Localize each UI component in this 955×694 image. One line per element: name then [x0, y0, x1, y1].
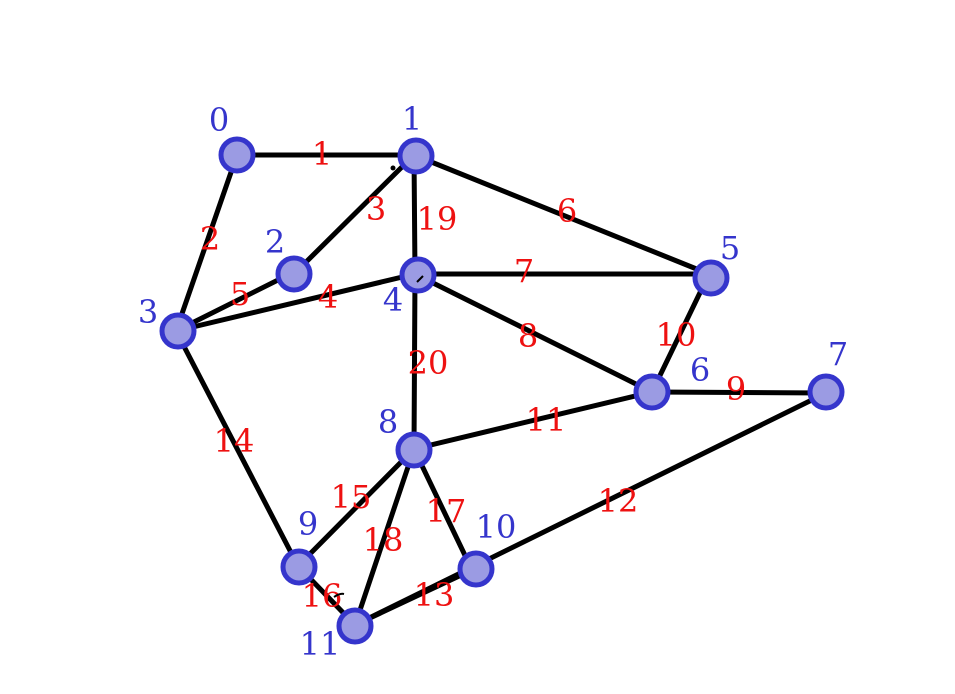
node-1 — [397, 137, 435, 175]
tick-dot — [390, 165, 396, 171]
node-label-0: 0 — [209, 101, 229, 139]
edge-4-6 — [412, 271, 655, 395]
node-5 — [692, 259, 730, 297]
edge-label-19: 19 — [417, 200, 458, 238]
edge-label-18: 18 — [363, 521, 404, 559]
edge-1-2 — [295, 152, 417, 273]
node-label-9: 9 — [298, 505, 318, 543]
edge-label-12: 12 — [598, 482, 639, 520]
edge-8-6 — [411, 389, 655, 452]
node-label-6: 6 — [690, 351, 710, 389]
edge-label-17: 17 — [426, 492, 467, 530]
edge-1-4 — [411, 152, 418, 277]
node-9 — [280, 548, 318, 586]
node-label-4: 4 — [383, 281, 403, 319]
edge-label-20: 20 — [408, 344, 449, 382]
edge-label-3: 3 — [366, 190, 386, 228]
edges-layer — [173, 152, 829, 628]
edge-label-15: 15 — [331, 478, 372, 516]
node-8 — [395, 431, 433, 469]
edge-8-9 — [295, 446, 417, 569]
edge-label-1: 1 — [312, 135, 332, 173]
edge-8-10 — [411, 446, 475, 573]
edge-tick-marks — [333, 165, 424, 598]
nodes-layer — [159, 136, 845, 645]
node-label-3: 3 — [138, 293, 158, 331]
edge-8-11 — [352, 446, 417, 628]
node-2 — [275, 255, 313, 293]
node-4 — [399, 256, 437, 294]
node-0 — [218, 136, 256, 174]
edge-3-9 — [173, 328, 301, 569]
node-label-1: 1 — [402, 100, 422, 138]
node-label-5: 5 — [720, 229, 740, 267]
node-6 — [633, 373, 671, 411]
node-7 — [807, 373, 845, 411]
tick-mark — [333, 592, 345, 598]
edge-6-7 — [649, 389, 829, 396]
edge-label-10: 10 — [656, 316, 697, 354]
edge-0-3 — [173, 152, 240, 334]
node-label-8: 8 — [378, 403, 398, 441]
node-label-10: 10 — [476, 508, 517, 546]
edge-label-9: 9 — [726, 370, 746, 408]
edge-label-5: 5 — [230, 275, 250, 313]
edge-4-8 — [411, 271, 418, 452]
node-label-7: 7 — [828, 335, 848, 373]
node-11 — [336, 607, 374, 645]
edge-3-4 — [173, 271, 418, 334]
edge-11-10 — [352, 567, 475, 628]
tick-mark — [416, 275, 424, 283]
edge-label-14: 14 — [214, 422, 255, 460]
edge-label-4: 4 — [318, 278, 338, 316]
edge-label-7: 7 — [514, 252, 534, 290]
node-label-2: 2 — [265, 223, 285, 261]
edge-1-5 — [411, 152, 712, 277]
edge-label-13: 13 — [414, 576, 455, 614]
edge-label-8: 8 — [518, 317, 538, 355]
edge-label-6: 6 — [557, 192, 577, 230]
node-10 — [457, 550, 495, 588]
node-3 — [159, 312, 197, 350]
node-label-11: 11 — [300, 625, 341, 663]
edge-5-6 — [649, 271, 712, 395]
edge-label-11: 11 — [526, 401, 567, 439]
edge-label-2: 2 — [200, 220, 220, 258]
